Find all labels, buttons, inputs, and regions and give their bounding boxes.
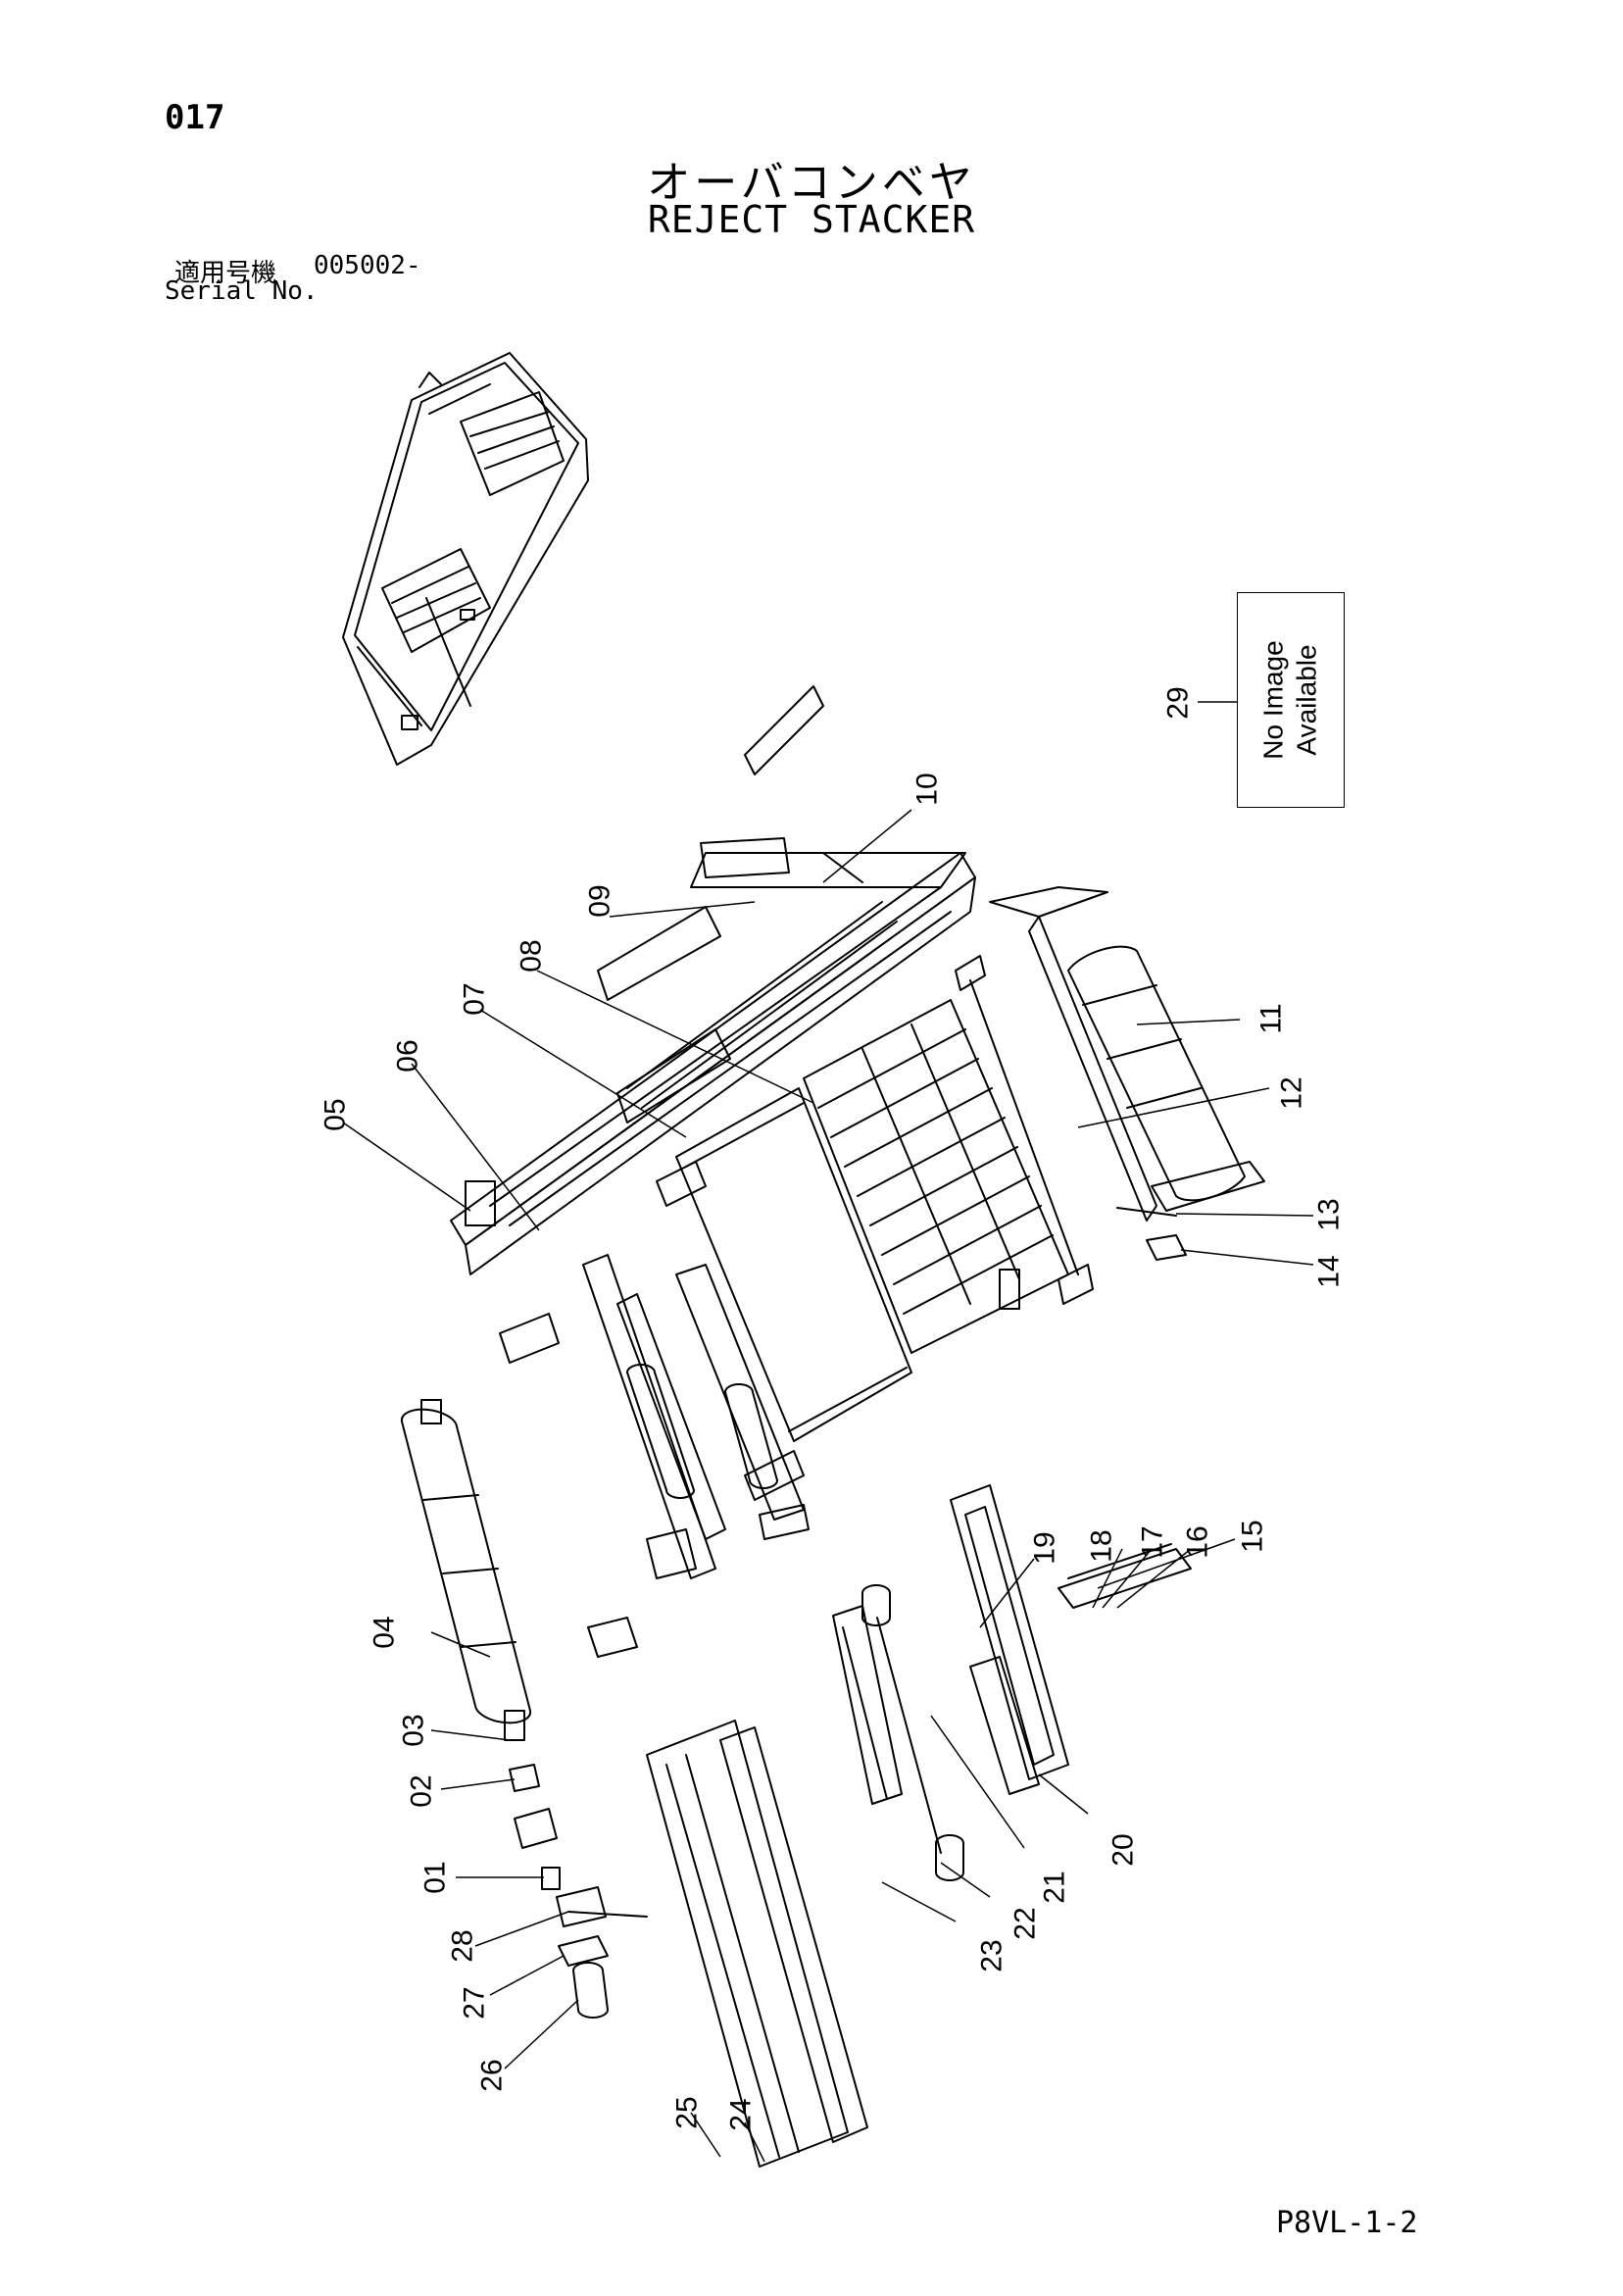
serial-label-english: Serial No. [165, 276, 319, 306]
callout-28: 28 [446, 1929, 479, 1963]
callout-13: 13 [1312, 1198, 1346, 1231]
callout-25: 25 [670, 2096, 704, 2129]
callout-16: 16 [1181, 1525, 1214, 1559]
callout-10: 10 [910, 773, 944, 806]
callout-08: 08 [515, 939, 548, 973]
channel-rails [646, 1584, 964, 2168]
side-chute-frame [450, 685, 976, 1275]
callout-03: 03 [397, 1714, 430, 1747]
page-number: 017 [165, 98, 225, 137]
callout-17: 17 [1136, 1525, 1169, 1559]
side-brackets [950, 1484, 1192, 1795]
no-image-placeholder-box [1237, 592, 1345, 808]
upper-roller-assembly [989, 886, 1265, 1261]
callout-21: 21 [1038, 1871, 1071, 1904]
overview-assembly-illustration [342, 352, 589, 766]
callout-09: 09 [583, 884, 616, 918]
slat-conveyor [803, 955, 1094, 1354]
callout-27: 27 [458, 1986, 491, 2020]
conveyor-panel [656, 1087, 912, 1501]
title-english: REJECT STACKER [647, 198, 976, 241]
drive-roller-assembly [400, 1399, 648, 2019]
callout-23: 23 [975, 1939, 1008, 1972]
callout-05: 05 [319, 1098, 352, 1131]
callout-18: 18 [1085, 1529, 1118, 1563]
callout-07: 07 [458, 982, 491, 1016]
callout-06: 06 [391, 1039, 424, 1073]
callout-20: 20 [1107, 1833, 1140, 1867]
callout-11: 11 [1254, 1003, 1288, 1034]
document-code: P8VL-1-2 [1276, 2206, 1418, 2240]
callout-01: 01 [418, 1861, 452, 1894]
callout-12: 12 [1275, 1076, 1308, 1110]
serial-number-value: 005002- [314, 251, 421, 280]
callout-14: 14 [1312, 1255, 1346, 1288]
callout-15: 15 [1236, 1520, 1269, 1553]
callout-24: 24 [724, 2098, 758, 2131]
serial-label-japanese: 適用号機 [174, 259, 277, 288]
callout-22: 22 [1008, 1907, 1042, 1940]
title-japanese: オーバコンベヤ [647, 158, 976, 208]
support-frame-middle [675, 1264, 810, 1540]
callout-04: 04 [368, 1616, 401, 1649]
callout-02: 02 [405, 1774, 438, 1808]
callout-29: 29 [1161, 686, 1195, 720]
callout-26: 26 [475, 2059, 509, 2092]
callout-19: 19 [1028, 1531, 1061, 1565]
support-frame-left [499, 1254, 726, 1579]
